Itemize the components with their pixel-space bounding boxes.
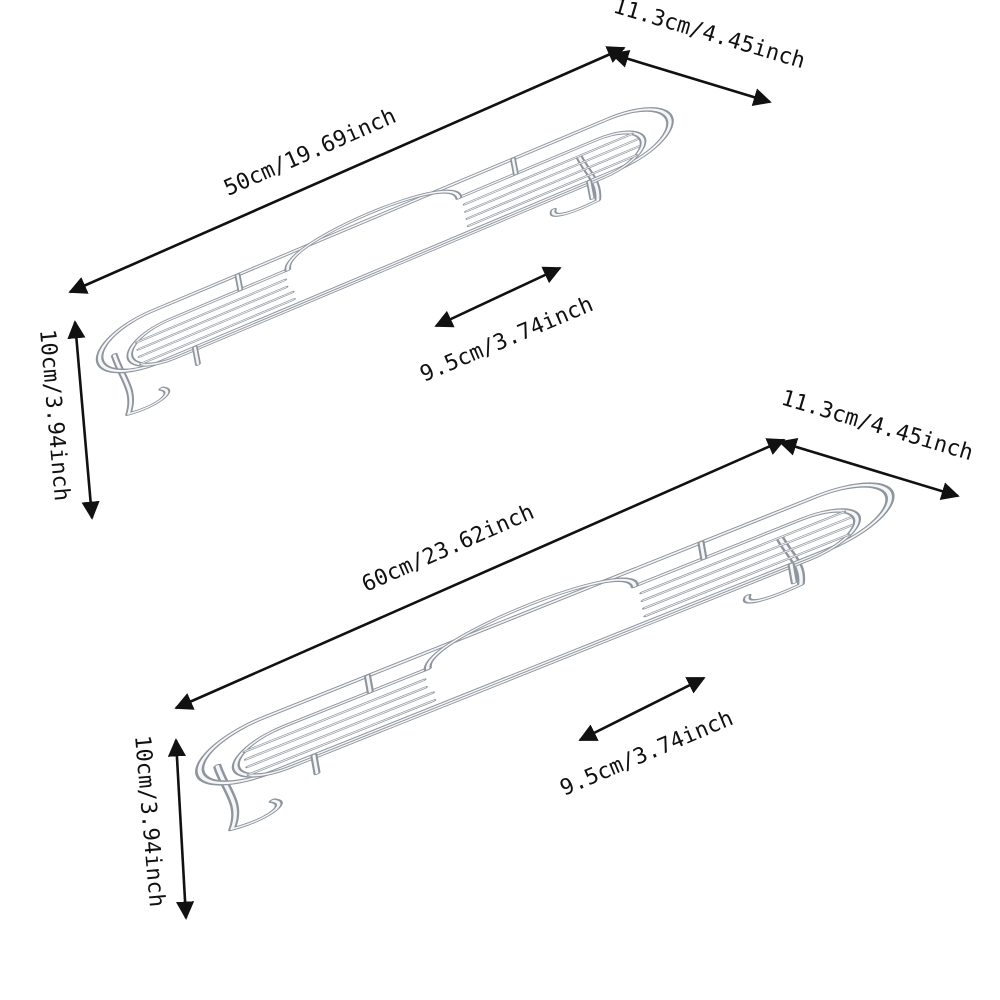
shelf-rack-image-2 [194, 463, 902, 839]
gap-label-2: 9.5cm/3.74inch [557, 706, 737, 801]
gap-arrow-2 [578, 676, 706, 742]
height-arrow-2 [167, 738, 195, 920]
depth-arrow-1 [610, 50, 772, 106]
shelf-rack-image-1 [94, 89, 682, 422]
rack-1: 50cm/19.69inch 11.3cm/4.45inch 10cm/3.94… [34, 0, 808, 520]
gap-label-1: 9.5cm/3.74inch [417, 292, 597, 387]
height-label-2: 10cm/3.94inch [129, 734, 169, 908]
gap-arrow-1 [434, 266, 562, 328]
height-label-1: 10cm/3.94inch [34, 328, 74, 502]
height-arrow-1 [67, 320, 100, 520]
length-label-2: 60cm/23.62inch [358, 500, 538, 598]
rack-2: 60cm/23.62inch 11.3cm/4.45inch 10cm/3.94… [129, 386, 976, 920]
depth-arrow-2 [778, 438, 960, 500]
length-arrow-2 [174, 438, 786, 710]
length-arrow-1 [68, 46, 626, 294]
depth-label-2: 11.3cm/4.45inch [778, 386, 976, 466]
